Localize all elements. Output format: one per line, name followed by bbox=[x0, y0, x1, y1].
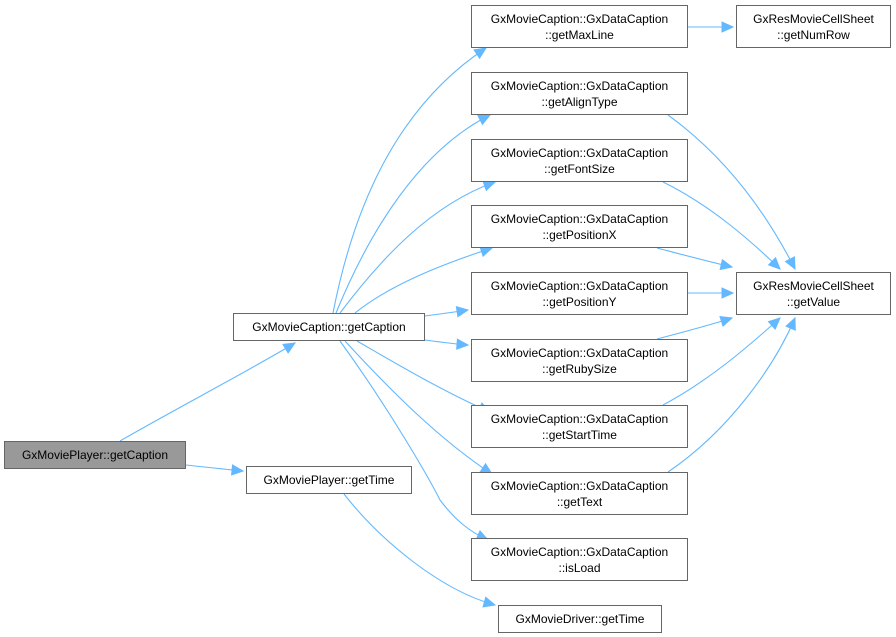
arrowhead-icon bbox=[785, 316, 796, 331]
node-md_getTime[interactable]: GxMovieDriver::getTime bbox=[498, 605, 662, 633]
edge-mc_getCaption-to-dc_getMaxLine bbox=[332, 47, 488, 314]
edge-line bbox=[119, 342, 296, 442]
edge-line bbox=[335, 114, 491, 314]
edge-line bbox=[667, 317, 796, 473]
edge-line bbox=[339, 181, 496, 314]
edge-root-to-mp_getTime bbox=[185, 464, 245, 476]
node-label-line: ::getFontSize bbox=[544, 161, 615, 176]
node-label-line: GxResMovieCellSheet bbox=[753, 11, 874, 26]
edge-mp_getTime-to-md_getTime bbox=[343, 493, 497, 608]
arrowhead-icon bbox=[719, 315, 734, 327]
edge-mc_getCaption-to-dc_getPositionY bbox=[424, 306, 470, 318]
node-label-line: GxMovieCaption::GxDataCaption bbox=[490, 211, 669, 226]
edge-line bbox=[332, 47, 487, 314]
node-label-line: GxMovieCaption::getCaption bbox=[252, 320, 406, 334]
node-dc_getPositionY[interactable]: GxMovieCaption::GxDataCaption::getPositi… bbox=[471, 272, 688, 315]
arrowhead-icon bbox=[282, 342, 297, 354]
edge-dc_getStartTime-to-cs_getValue bbox=[662, 317, 781, 406]
node-dc_getPositionX[interactable]: GxMovieCaption::GxDataCaption::getPositi… bbox=[471, 205, 688, 248]
node-cs_getNumRow[interactable]: GxResMovieCellSheet::getNumRow bbox=[736, 5, 891, 48]
node-label-line: GxMovieCaption::GxDataCaption bbox=[490, 411, 669, 426]
edge-mc_getCaption-to-dc_getRubySize bbox=[424, 338, 470, 350]
node-mp_getTime[interactable]: GxMoviePlayer::getTime bbox=[246, 466, 412, 494]
arrowhead-icon bbox=[784, 256, 796, 271]
arrowhead-icon bbox=[719, 258, 734, 271]
node-label-line: GxMovieDriver::getTime bbox=[515, 612, 645, 626]
node-label-line: ::getStartTime bbox=[542, 427, 617, 442]
arrowhead-icon bbox=[767, 317, 781, 330]
edge-mc_getCaption-to-dc_isLoad bbox=[339, 340, 490, 541]
edge-line bbox=[667, 114, 796, 270]
edge-dc_getText-to-cs_getValue bbox=[667, 316, 796, 473]
node-label-line: ::getPositionX bbox=[542, 227, 617, 242]
node-label-line: GxMovieCaption::GxDataCaption bbox=[490, 345, 669, 360]
arrowhead-icon bbox=[456, 338, 470, 350]
edge-line bbox=[656, 317, 733, 340]
arrowhead-icon bbox=[479, 246, 494, 258]
edge-dc_getAlignType-to-cs_getValue bbox=[667, 114, 796, 271]
node-dc_getRubySize[interactable]: GxMovieCaption::GxDataCaption::getRubySi… bbox=[471, 339, 688, 382]
edge-mc_getCaption-to-dc_getText bbox=[344, 340, 494, 475]
node-label-line: ::getNumRow bbox=[777, 27, 850, 42]
node-label-line: ::getRubySize bbox=[542, 361, 617, 376]
arrowhead-icon bbox=[482, 596, 497, 608]
node-dc_getMaxLine[interactable]: GxMovieCaption::GxDataCaption::getMaxLin… bbox=[471, 5, 688, 48]
node-label-line: ::getAlignType bbox=[541, 94, 618, 109]
node-dc_getStartTime[interactable]: GxMovieCaption::GxDataCaption::getStartT… bbox=[471, 405, 688, 448]
node-dc_getFontSize[interactable]: GxMovieCaption::GxDataCaption::getFontSi… bbox=[471, 139, 688, 182]
edge-root-to-mc_getCaption bbox=[119, 342, 297, 442]
edge-line bbox=[662, 317, 781, 406]
node-dc_isLoad[interactable]: GxMovieCaption::GxDataCaption::isLoad bbox=[471, 538, 688, 581]
node-label-line: GxResMovieCellSheet bbox=[753, 278, 874, 293]
node-dc_getAlignType[interactable]: GxMovieCaption::GxDataCaption::getAlignT… bbox=[471, 72, 688, 115]
arrowhead-icon bbox=[721, 287, 735, 299]
edge-line bbox=[339, 340, 489, 541]
node-label-line: GxMovieCaption::GxDataCaption bbox=[490, 145, 669, 160]
node-label-line: GxMovieCaption::GxDataCaption bbox=[490, 78, 669, 93]
edge-dc_getPositionX-to-cs_getValue bbox=[656, 247, 734, 271]
edge-line bbox=[354, 247, 493, 314]
edge-dc_getRubySize-to-cs_getValue bbox=[656, 315, 734, 340]
node-label-line: GxMovieCaption::GxDataCaption bbox=[490, 544, 669, 559]
node-root[interactable]: GxMoviePlayer::getCaption bbox=[4, 441, 186, 469]
node-mc_getCaption[interactable]: GxMovieCaption::getCaption bbox=[233, 313, 425, 341]
node-label-line: GxMovieCaption::GxDataCaption bbox=[490, 478, 669, 493]
node-label-line: GxMoviePlayer::getTime bbox=[263, 473, 395, 487]
edge-line bbox=[344, 340, 493, 475]
edge-mc_getCaption-to-dc_getPositionX bbox=[354, 246, 494, 314]
arrowhead-icon bbox=[455, 306, 470, 318]
edge-line bbox=[356, 340, 491, 413]
node-label-line: ::getValue bbox=[786, 294, 841, 309]
arrowhead-icon bbox=[721, 21, 735, 33]
edge-line bbox=[343, 493, 496, 606]
edge-mc_getCaption-to-dc_getAlignType bbox=[335, 114, 492, 314]
node-label-line: ::getMaxLine bbox=[545, 27, 614, 42]
edge-dc_getMaxLine-to-cs_getNumRow bbox=[688, 21, 735, 33]
node-label-line: ::getText bbox=[556, 494, 603, 509]
node-cs_getValue[interactable]: GxResMovieCellSheet::getValue bbox=[736, 272, 891, 315]
edge-dc_getFontSize-to-cs_getValue bbox=[662, 181, 781, 270]
node-label-line: GxMovieCaption::GxDataCaption bbox=[490, 11, 669, 26]
node-label-line: ::getPositionY bbox=[542, 294, 617, 309]
node-label-line: ::isLoad bbox=[558, 560, 601, 575]
arrowhead-icon bbox=[473, 47, 488, 60]
node-dc_getText[interactable]: GxMovieCaption::GxDataCaption::getText bbox=[471, 472, 688, 515]
edge-line bbox=[662, 181, 781, 270]
edge-line bbox=[656, 247, 733, 268]
node-label-line: GxMovieCaption::GxDataCaption bbox=[490, 278, 669, 293]
edge-dc_getPositionY-to-cs_getValue bbox=[687, 287, 735, 299]
arrowhead-icon bbox=[767, 256, 781, 270]
node-label-line: GxMoviePlayer::getCaption bbox=[21, 448, 169, 462]
arrowhead-icon bbox=[477, 114, 492, 126]
arrowhead-icon bbox=[482, 180, 497, 192]
arrowhead-icon bbox=[231, 464, 245, 476]
